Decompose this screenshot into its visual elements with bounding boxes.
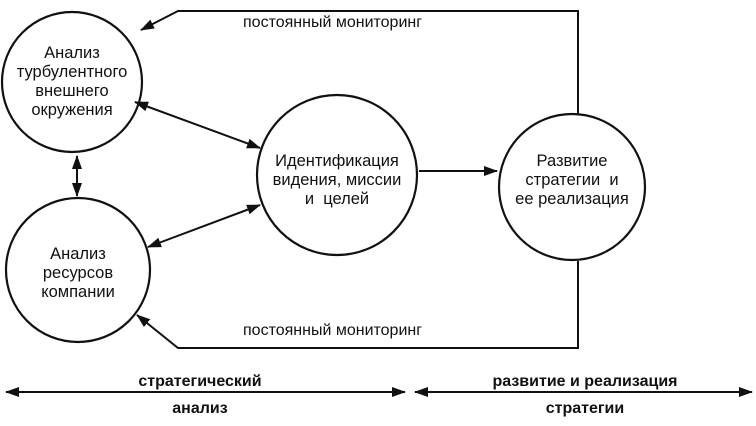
vision-mission-circle (255, 93, 419, 257)
top-monitoring-label: постоянный мониторинг (243, 14, 423, 31)
implementation-phase-label-line-1: развитие и реализация (492, 373, 678, 390)
resources-line-3: компании (41, 283, 115, 301)
environment-line-1: Анализ (44, 44, 100, 62)
bottom-monitoring-label: постоянный мониторинг (243, 322, 423, 339)
strategy-implementation-circle (497, 112, 647, 262)
bottom-monitoring-loop (136, 261, 579, 349)
environment-line-3: внешнего (35, 82, 109, 100)
environment-analysis-label: Анализ турбулентного внешнего окружения (7, 44, 137, 120)
implementation-phase-label-line-2: стратегии (545, 400, 625, 417)
resources-vision-arrow (147, 204, 261, 248)
resources-line-2: ресурсов (42, 264, 114, 282)
vision-line-3: и целей (304, 190, 370, 208)
strategy-line-2: стратегии и (525, 171, 619, 189)
environment-vision-arrow (134, 101, 261, 149)
vision-line-2: видения, миссии (272, 171, 402, 189)
resources-analysis-label: Анализ ресурсов компании (13, 245, 143, 302)
strategy-implementation-label: Развитие стратегии и ее реализация (507, 152, 637, 209)
vision-mission-label: Идентификация видения, миссии и целей (257, 152, 417, 209)
top-monitoring-loop (140, 10, 579, 114)
vision-line-1: Идентификация (275, 152, 399, 170)
environment-line-2: турбулентного (16, 63, 128, 81)
environment-analysis-circle (0, 10, 144, 154)
analysis-phase-label-line-1: стратегический (138, 373, 262, 390)
strategy-line-1: Развитие (536, 152, 608, 170)
resources-line-1: Анализ (50, 245, 106, 263)
strategy-line-3: ее реализация (515, 190, 629, 208)
resources-analysis-circle (4, 196, 152, 344)
environment-line-4: окружения (31, 101, 113, 119)
analysis-phase-label-line-2: анализ (172, 400, 228, 417)
